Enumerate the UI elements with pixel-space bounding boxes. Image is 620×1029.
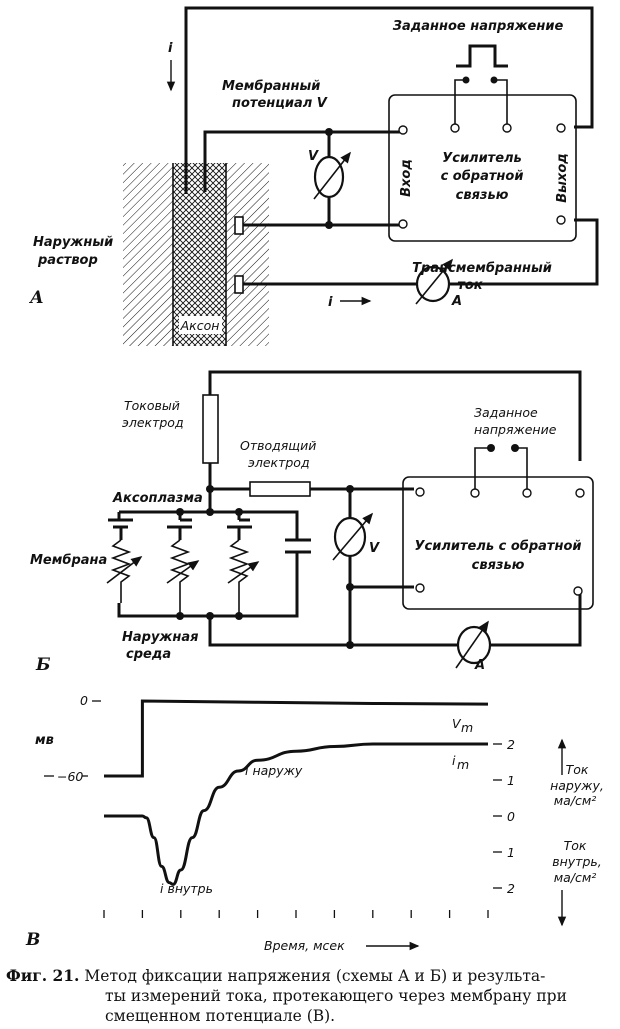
current-electrode	[202, 394, 219, 464]
series-vm-line	[104, 699, 489, 778]
caption-line-1: Метод фиксации напряжения (схемы А и Б) …	[84, 967, 546, 985]
current-electrode-label-2: электрод	[122, 415, 184, 430]
panel-a-label: А	[28, 288, 44, 308]
current-label: i	[328, 295, 333, 310]
drain-electrode-label-1: Отводящий	[240, 438, 316, 453]
right-tick-label: 2	[507, 881, 515, 896]
voltmeter-icon	[313, 155, 345, 199]
set-voltage-label-b-2: напряжение	[474, 422, 557, 437]
reference-electrode	[234, 216, 244, 235]
inward-label-3: ма/см²	[554, 870, 597, 885]
x-axis-label: Время, мсек	[264, 938, 345, 953]
left-tick-0: 0	[80, 693, 88, 708]
axon-label: Аксон	[180, 318, 220, 333]
panel-b-label: Б	[35, 655, 51, 675]
amplifier-label-2: с обратной	[441, 169, 524, 184]
amplifier-label-b-2: связью	[472, 558, 525, 573]
input-label: Вход	[399, 159, 414, 197]
figure-caption: Фиг. 21. Метод фиксации напряжения (схем…	[6, 966, 616, 1026]
current-arrow-label: i	[168, 41, 173, 56]
outer-solution-label-1: Наружный	[33, 235, 113, 250]
capacitor-icon	[285, 538, 311, 560]
junction-dot	[325, 221, 333, 229]
left-tick-minus60: −60	[57, 769, 83, 784]
outer-solution-label-2: раствор	[37, 253, 98, 268]
membrane-potential-label-1: Мембранный	[222, 79, 320, 94]
drain-electrode	[249, 481, 311, 497]
outer-medium-label-2: среда	[126, 647, 171, 662]
membrane-label: Мембрана	[30, 553, 107, 568]
amplifier-label-1: Усилитель	[442, 151, 522, 166]
output-label: Выход	[555, 153, 570, 202]
drain-electrode-label-2: электрод	[248, 455, 310, 470]
axoplasm-label: Аксоплазма	[112, 491, 203, 506]
membrane-branch-1	[106, 512, 143, 603]
membrane-bus	[117, 510, 299, 618]
ammeter-label: А	[451, 294, 462, 309]
right-tick-label: 2	[507, 737, 515, 752]
ammeter-label-b: А	[474, 658, 485, 673]
vm-label-sub: m	[461, 720, 473, 735]
right-tick-label: 0	[507, 809, 515, 824]
membrane-branches	[106, 512, 260, 616]
transmembrane-label-2: ток	[457, 278, 483, 293]
right-tick-label: 1	[507, 773, 515, 788]
ground-electrode	[234, 275, 244, 294]
inward-label-1: Ток	[564, 838, 587, 853]
amplifier-label-3: связью	[456, 188, 509, 203]
membrane-potential-label-2: потенциал V	[232, 96, 328, 111]
voltmeter-label: V	[308, 149, 319, 164]
panel-v-label: В	[25, 930, 40, 950]
im-label-sub: m	[457, 757, 469, 772]
x-axis-ticks	[103, 910, 489, 918]
series-im-line	[104, 742, 488, 886]
panel-b: V А Усилитель с обратной связью Заданное…	[30, 370, 594, 675]
outward-label-2: наружу,	[550, 778, 604, 793]
left-axis-unit: мв	[35, 733, 54, 748]
outward-label-3: ма/см²	[554, 793, 597, 808]
inward-current-annotation: i внутрь	[160, 881, 213, 896]
current-electrode-label-1: Токовый	[124, 398, 180, 413]
figure-number: Фиг. 21.	[6, 966, 80, 985]
membrane-branch-3	[227, 512, 260, 616]
current-electrode-wire	[184, 6, 594, 194]
junction-dot	[325, 128, 333, 136]
right-tick-label: 1	[507, 845, 515, 860]
feedback-amplifier-box	[388, 94, 577, 242]
outward-label-1: Ток	[566, 762, 589, 777]
membrane-branch-2	[166, 512, 200, 616]
right-axis-ticks: 2 1 0 1 2	[493, 737, 515, 896]
vm-label: V	[452, 716, 462, 731]
set-voltage-label-b-1: Заданное	[474, 405, 538, 420]
current-electrode-top-wire	[208, 370, 582, 461]
voltmeter-icon-b	[333, 516, 367, 558]
panel-v-chart: 2 1 0 1 2 0 мв −60 V m i m i наружу i внутрь…	[25, 693, 604, 953]
feedback-amplifier-box-b	[402, 476, 594, 610]
amplifier-label-b-1: Усилитель с обратной	[415, 539, 582, 554]
panel-a: Аксон V Заданное напряжение Усилитель с …	[28, 6, 599, 346]
caption-line-3: смещенном потенциале (В).	[105, 1007, 336, 1025]
outer-medium-label-1: Наружная	[122, 630, 198, 645]
set-voltage-label: Заданное напряжение	[393, 19, 564, 34]
inward-label-2: внутрь,	[552, 854, 602, 869]
transmembrane-label-1: Трансмембранный	[412, 261, 552, 276]
ground-return-wire	[208, 592, 582, 647]
im-label: i	[452, 753, 456, 768]
axon-label-bg	[179, 316, 222, 334]
set-voltage-pulse-icon	[456, 44, 508, 68]
voltage-electrode-wire	[203, 130, 402, 192]
voltmeter-label-b: V	[369, 541, 380, 556]
outward-current-annotation: i наружу	[245, 763, 303, 778]
axon-crosshatch	[173, 163, 226, 346]
caption-line-2: ты измерений тока, протекающего через ме…	[105, 987, 567, 1005]
